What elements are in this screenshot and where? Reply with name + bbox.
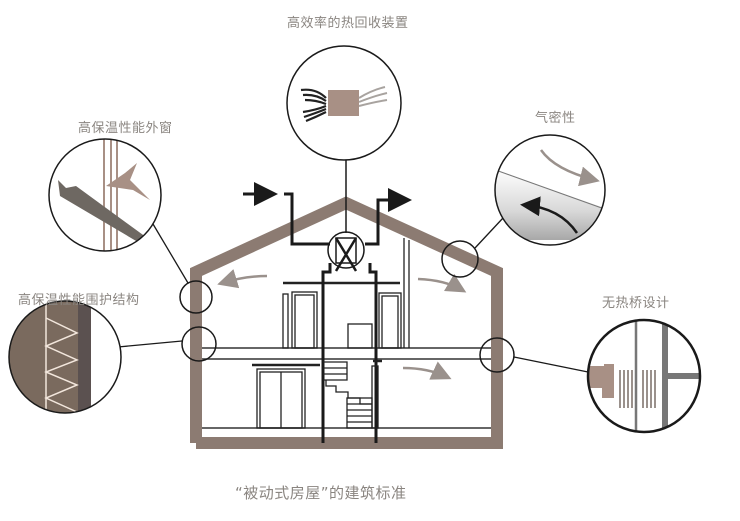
airflow-in-arrow-icon — [520, 196, 579, 234]
marker-window — [179, 280, 213, 314]
marker-airtight — [441, 240, 479, 278]
label-airtightness: 气密性 — [535, 111, 576, 126]
callout-airtightness — [494, 134, 606, 246]
interior-airflow — [217, 269, 467, 380]
airflow-dark-icon — [300, 88, 327, 123]
callout-thermal-bridge — [586, 318, 702, 434]
heat-recovery-core — [327, 231, 365, 272]
detail-markers — [179, 240, 515, 373]
roof-wall — [190, 196, 503, 449]
callout-heat-recovery — [286, 45, 402, 161]
cold-ray-icon — [58, 180, 150, 248]
lower-interior — [252, 359, 382, 429]
isolation-strips-icon — [619, 370, 656, 408]
marker-envelope — [181, 326, 217, 362]
airflow-light-icon — [358, 86, 388, 107]
marker-thermal-bridge — [479, 337, 515, 373]
label-heat-recovery: 高效率的热回收装置 — [287, 16, 409, 31]
connector-block-icon — [588, 364, 614, 398]
label-windows: 高保温性能外窗 — [78, 121, 173, 136]
callout-windows — [48, 138, 162, 252]
airflow-out-arrow-icon — [539, 149, 600, 187]
leader-lines — [117, 217, 589, 373]
label-thermal-bridge: 无热桥设计 — [602, 296, 670, 311]
warm-arrow-icon — [106, 163, 150, 200]
label-envelope: 高保温性能围护结构 — [18, 293, 140, 308]
floor-slab — [202, 347, 491, 360]
ventilation-ducts — [243, 182, 412, 443]
upper-interior — [282, 238, 410, 349]
callout-envelope — [8, 300, 122, 414]
heat-exchanger-icon — [328, 90, 359, 116]
diagram-caption: “被动式房屋”的建筑标准 — [235, 484, 407, 502]
insulation-zigzag-icon — [43, 317, 79, 413]
